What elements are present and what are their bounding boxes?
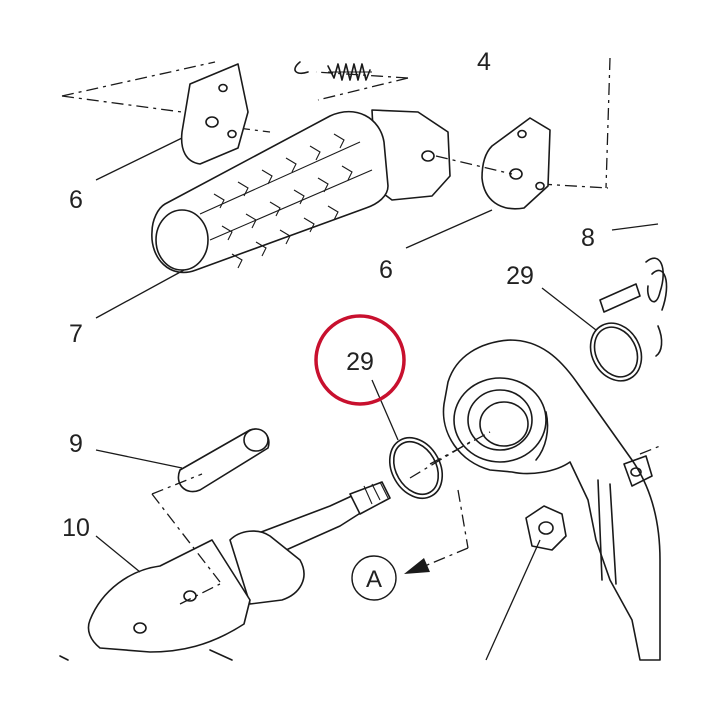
callout-7: 7 (69, 320, 83, 348)
view-reference-label: A (366, 566, 382, 593)
mounting-plate-right (435, 117, 551, 210)
view-reference-a: A (351, 555, 397, 601)
leader-lines (95, 137, 659, 661)
footpeg-teeth (213, 133, 353, 269)
mounting-bracket (442, 339, 661, 661)
o-ring-highlighted (388, 437, 444, 499)
callout-8: 8 (581, 224, 595, 252)
o-ring-upper-right (589, 322, 643, 382)
highlight-ring (314, 314, 406, 406)
callout-6-right: 6 (379, 256, 393, 284)
spring-part-8 (599, 257, 668, 357)
hex-nut (525, 505, 567, 551)
callout-6-left: 6 (69, 186, 83, 214)
construction-lines-bottom (151, 431, 661, 605)
spring-part-4 (294, 61, 372, 81)
callout-29-upper: 29 (506, 262, 534, 290)
callout-29-highlighted: 29 (346, 348, 374, 376)
callout-9: 9 (69, 430, 83, 458)
pin-part-9 (177, 428, 270, 493)
mounting-plate-left (180, 63, 249, 165)
callout-4: 4 (477, 48, 491, 76)
shaft-part-10 (59, 481, 391, 661)
footpeg-body-part-7 (151, 109, 451, 274)
direction-arrowhead (404, 558, 430, 574)
callout-10: 10 (62, 514, 90, 542)
part-callouts: 4 6 6 7 8 29 29 9 10 (62, 48, 595, 542)
